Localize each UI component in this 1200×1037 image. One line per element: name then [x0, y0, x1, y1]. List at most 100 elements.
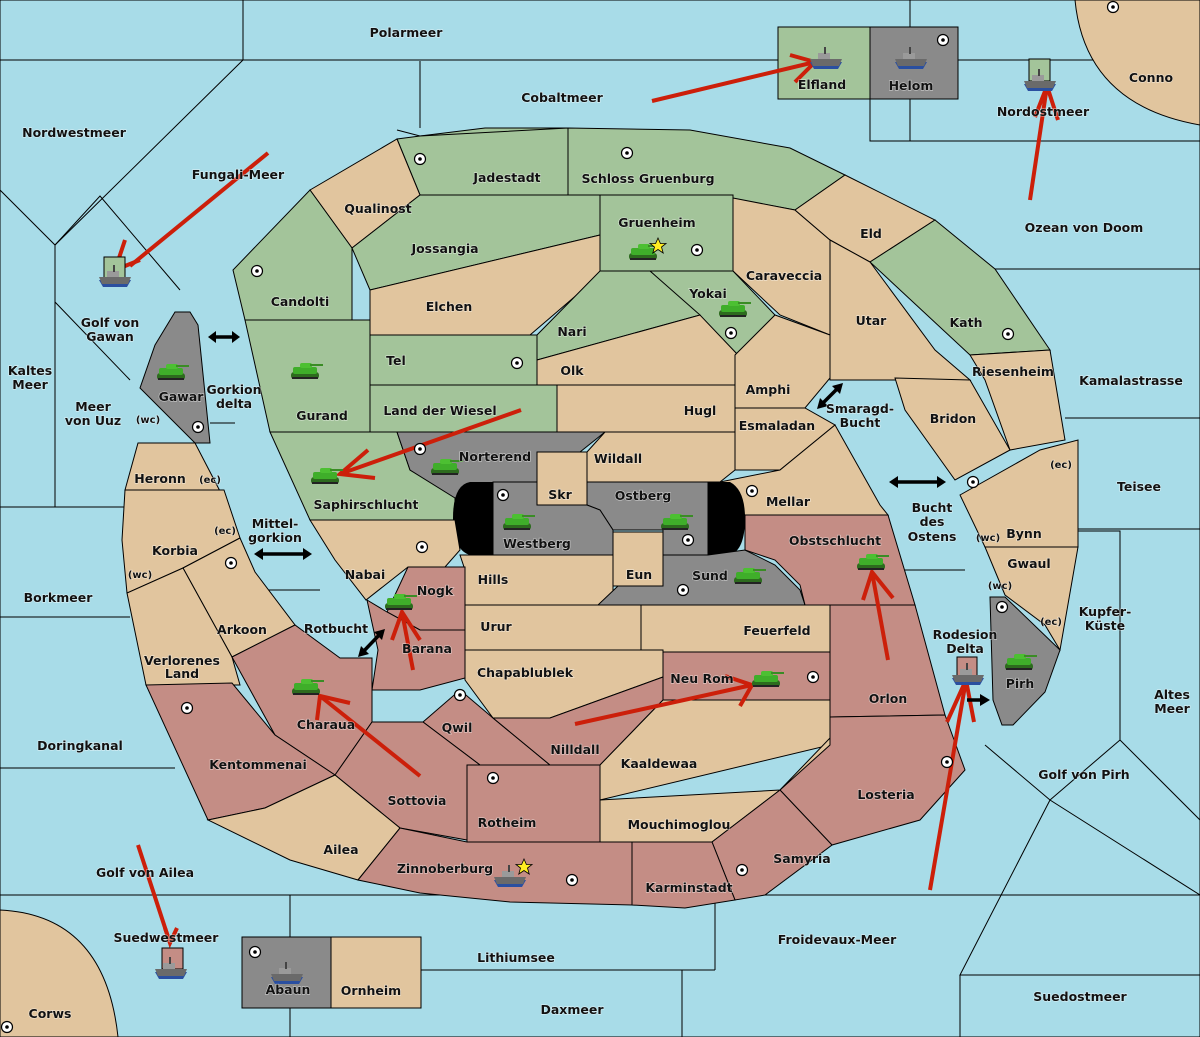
label-arkoon: Arkoon	[217, 622, 267, 637]
label-kupfer-kueste-2: Küste	[1085, 618, 1125, 633]
label-mittelgorkion: Mittel-	[252, 516, 299, 531]
label-schloss-gruenburg: Schloss Gruenburg	[581, 171, 714, 186]
territory-gruenheim[interactable]	[599, 194, 734, 272]
convoy-arrows	[208, 331, 990, 706]
supply-center-icon	[966, 475, 980, 489]
coast-label-gawar-wc: (wc)	[136, 415, 160, 426]
territory-riesenheim[interactable]	[969, 349, 1066, 451]
label-obstschlucht: Obstschlucht	[789, 533, 881, 548]
territory-kath[interactable]	[869, 219, 1051, 356]
supply-center-icon	[681, 533, 695, 547]
label-suedostmeer: Suedostmeer	[1033, 989, 1127, 1004]
label-golf-von-gawan: Golf von	[81, 315, 140, 330]
label-altes-meer: Altes	[1154, 687, 1190, 702]
label-hugl: Hugl	[684, 403, 717, 418]
label-norterend: Norterend	[459, 449, 531, 464]
label-charaua: Charaua	[297, 717, 355, 732]
label-ozean-von-doom: Ozean von Doom	[1025, 220, 1144, 235]
supply-center-icon	[1001, 327, 1015, 341]
label-borkmeer: Borkmeer	[24, 590, 94, 605]
territory-ornheim[interactable]	[330, 936, 422, 1009]
label-westberg: Westberg	[503, 536, 571, 551]
land-labels: Conno Corws Elfland Helom Abaun Ornheim …	[28, 69, 1174, 1021]
label-nordwestmeer: Nordwestmeer	[22, 125, 127, 140]
label-gawar: Gawar	[159, 389, 205, 404]
supply-center-icon	[224, 556, 238, 570]
label-elchen: Elchen	[426, 299, 473, 314]
supply-center-icon	[510, 356, 524, 370]
label-zinnoberburg: Zinnoberburg	[397, 861, 493, 876]
label-golf-von-pirh: Golf von Pirh	[1038, 767, 1129, 782]
label-ostberg: Ostberg	[615, 488, 672, 503]
label-conno: Conno	[1129, 70, 1174, 85]
label-kaaldewaa: Kaaldewaa	[621, 756, 698, 771]
label-sund: Sund	[692, 568, 728, 583]
territory-bridon[interactable]	[894, 377, 1011, 481]
supply-center-icon	[415, 540, 429, 554]
label-heronn: Heronn	[134, 471, 186, 486]
label-rotheim: Rotheim	[478, 815, 537, 830]
label-feuerfeld: Feuerfeld	[743, 623, 810, 638]
territory-verlorenes-land[interactable]	[126, 567, 241, 686]
supply-center-icon	[690, 243, 704, 257]
territory-rotheim[interactable]	[466, 764, 601, 843]
label-nogk: Nogk	[417, 583, 454, 598]
territory-karminstadt[interactable]	[631, 841, 736, 909]
mountain-west	[453, 482, 493, 555]
label-bucht-des-ostens-2: des	[920, 514, 945, 529]
label-nari: Nari	[557, 324, 586, 339]
territories	[121, 127, 1079, 909]
label-yokai: Yokai	[688, 286, 727, 301]
label-abaun: Abaun	[266, 982, 311, 997]
label-gorkion-delta: Gorkion	[206, 382, 261, 397]
label-bynn: Bynn	[1006, 526, 1041, 541]
label-corws: Corws	[29, 1006, 72, 1021]
label-ailea: Ailea	[323, 842, 358, 857]
label-jadestadt: Jadestadt	[472, 170, 540, 185]
label-bridon: Bridon	[930, 411, 976, 426]
label-rodesion-delta: Rodesion	[933, 627, 998, 642]
label-bucht-des-ostens: Bucht	[912, 500, 953, 515]
label-urur: Urur	[480, 619, 512, 634]
label-land-der-wiesel: Land der Wiesel	[383, 403, 496, 418]
label-hills: Hills	[478, 572, 509, 587]
label-olk: Olk	[560, 363, 584, 378]
supply-center-icon	[413, 442, 427, 456]
supply-center-icon	[995, 600, 1009, 614]
label-smaragd-bucht: Smaragd-	[826, 401, 894, 416]
label-jossangia: Jossangia	[410, 241, 478, 256]
label-losteria: Losteria	[857, 787, 914, 802]
label-eun: Eun	[626, 567, 652, 582]
label-golf-von-gawan-2: Gawan	[86, 329, 134, 344]
label-rotbucht: Rotbucht	[304, 621, 368, 636]
label-helom: Helom	[889, 78, 934, 93]
coast-labels: (wc) (ec) (ec) (wc) (ec) (wc) (wc) (ec)	[127, 414, 1072, 628]
supply-center-icon	[940, 755, 954, 769]
label-gwaul: Gwaul	[1007, 556, 1050, 571]
supply-center-icon	[676, 583, 690, 597]
territory-conno[interactable]	[1074, 0, 1200, 126]
territory-bynn[interactable]	[959, 439, 1079, 548]
label-ornheim: Ornheim	[341, 983, 401, 998]
territory-corws[interactable]	[0, 909, 119, 1037]
label-kamalastrasse: Kamalastrasse	[1079, 373, 1183, 388]
territory-gwaul[interactable]	[984, 546, 1079, 652]
supply-center-icon	[724, 326, 738, 340]
label-kentommenai: Kentommenai	[209, 757, 307, 772]
supply-center-icon	[735, 863, 749, 877]
label-utar: Utar	[856, 313, 888, 328]
label-skr: Skr	[548, 487, 572, 502]
label-neu-rom: Neu Rom	[670, 671, 733, 686]
label-orlon: Orlon	[869, 691, 908, 706]
label-nabai: Nabai	[345, 567, 386, 582]
label-doringkanal: Doringkanal	[37, 738, 123, 753]
label-pirh: Pirh	[1006, 676, 1035, 691]
label-mouchimoglou: Mouchimoglou	[628, 817, 731, 832]
supply-center-icon	[180, 701, 194, 715]
label-eld: Eld	[860, 226, 882, 241]
label-saphirschlucht: Saphirschlucht	[314, 497, 419, 512]
label-kaltes-meer: Kaltes	[8, 363, 52, 378]
label-qualinost: Qualinost	[344, 201, 411, 216]
label-fungali-meer: Fungali-Meer	[192, 167, 285, 182]
